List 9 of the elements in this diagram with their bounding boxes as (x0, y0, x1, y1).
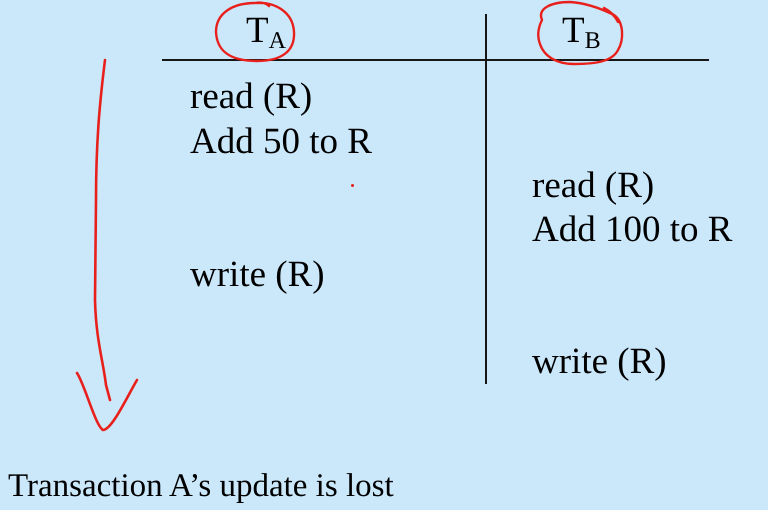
operation-text: write (R) (190, 253, 325, 296)
caption: Transaction A’s update is lost (8, 467, 394, 505)
column-header: T$_{B}$ (562, 11, 601, 51)
column-header: T$_{A}$ (246, 11, 286, 51)
operation-text: Add 50 to R (190, 120, 372, 163)
operation-text: Add 100 to R (532, 208, 732, 251)
operation-text: read (R) (190, 75, 312, 118)
operation-text: write (R) (532, 340, 667, 383)
operation-text: read (R) (532, 164, 654, 207)
